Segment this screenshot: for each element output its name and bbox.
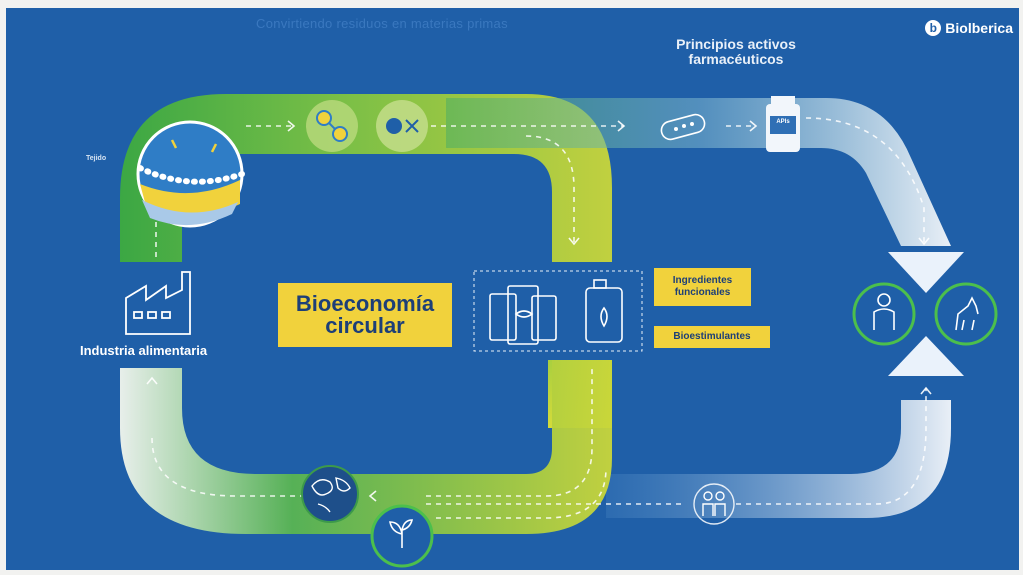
circular-flow-graphic: [120, 94, 998, 568]
industry-label: Industria alimentaria: [80, 343, 208, 358]
bioeconomy-label-line2: circular: [325, 313, 405, 338]
globe-icon: [301, 465, 359, 523]
molecule-icon: [306, 100, 358, 152]
enzyme-icon: [376, 100, 428, 152]
tissue-label: Tejido: [86, 155, 107, 162]
arrow-down-head: [888, 252, 964, 293]
capsule-icon: [660, 113, 706, 141]
arrow-up-head: [888, 336, 964, 376]
apis-bottle-label: APIs: [776, 119, 790, 125]
people-icon: [693, 483, 735, 525]
factory-icon: [125, 271, 191, 335]
brand-logo-icon: b: [925, 20, 942, 36]
diagram-canvas: Convirtiendo residuos en materias primas…: [6, 8, 1019, 570]
right-return-band: [606, 400, 951, 518]
bioeconomy-label-line1: Bioeconomía: [295, 291, 435, 316]
dash-center-down: [525, 135, 575, 244]
fertilizer-bottle-icon: [585, 279, 623, 343]
tissue-magnifier-icon: [136, 120, 245, 228]
dash-bottom: [426, 368, 593, 497]
ingredients-label: Ingredientes funcionales: [654, 268, 751, 306]
dog-icon: [934, 282, 998, 346]
api-bottle-icon: [766, 96, 800, 152]
brand-name: Biolberica: [945, 20, 1013, 36]
biostimulants-label: Bioestimulantes: [654, 326, 770, 348]
top-arrow-band: [446, 98, 951, 246]
brand-logo: b Biolberica: [925, 20, 1013, 36]
products-frame: [473, 270, 643, 352]
bottom-loop-band: [120, 360, 612, 534]
human-icon: [852, 282, 916, 346]
plant-sprout-icon: [370, 504, 434, 568]
dash-right: [805, 117, 925, 244]
dash-bottom2: [436, 467, 607, 519]
faint-header-title: Convirtiendo residuos en materias primas: [256, 16, 508, 31]
dash-bottom-right: [426, 388, 927, 505]
bioeconomy-label-box: Bioeconomía circular: [278, 283, 452, 347]
apis-label: Principios activos farmacéuticos: [676, 36, 796, 67]
dash-left-up: [151, 437, 306, 497]
food-packages-icon: [489, 285, 557, 345]
